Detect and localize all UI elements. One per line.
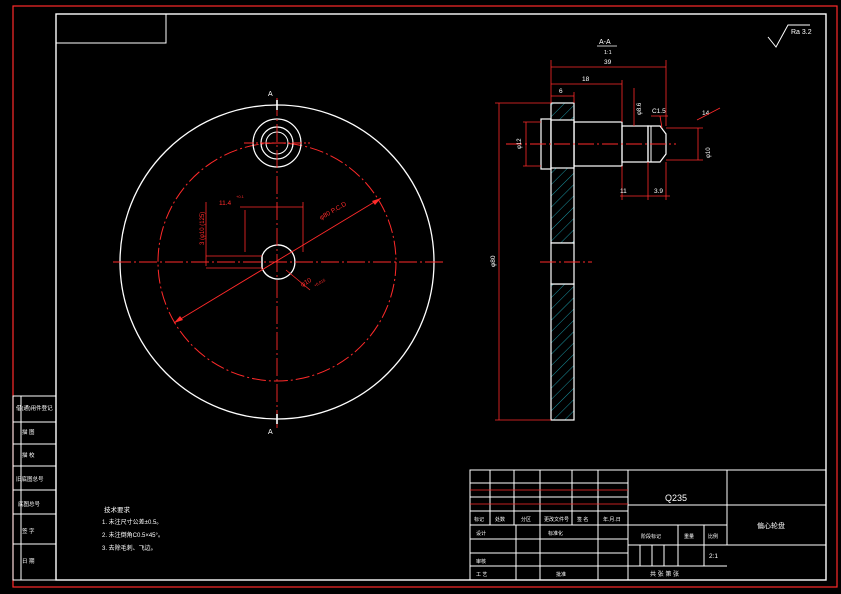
bore-label: φ10 [300, 277, 314, 289]
keyway-depth-label: 3 (φ10 (125) [200, 212, 206, 245]
keyway-tol-label: +0.1 [236, 194, 245, 199]
notes-heading: 技术要求 [104, 505, 131, 514]
stage-cell: 阶段标记 [641, 533, 661, 540]
section-label: A-A [599, 39, 611, 46]
hdr-cell-2: 处数 [495, 516, 505, 523]
len-39b-label: 3.9 [654, 188, 663, 195]
front-view: φ80 P.C.D 11.4 +0.1 3 (φ10 (125) φ10 +0.… [113, 91, 443, 436]
cut-mark-top: A [268, 91, 273, 98]
outer-frame [12, 5, 838, 588]
row-process-label: 工 艺 [476, 572, 487, 578]
row-design-label: 设计 [476, 530, 486, 537]
strip-label-6: 签 字 [22, 527, 35, 535]
len-18-label: 18 [582, 76, 590, 83]
strip-label-3: 描 校 [22, 451, 35, 459]
strip-label-4: 旧底图总号 [16, 475, 44, 483]
len-11-label: 11 [620, 188, 627, 195]
hdr-cell-4: 更改文件号 [544, 516, 569, 523]
left-strip [12, 395, 57, 581]
part-name-label: 偏心轮盘 [757, 521, 785, 530]
inner-frame [55, 13, 827, 581]
dia-86-label: φ8.6 [637, 102, 643, 115]
title-block-text: Q235 偏心轮盘 标记 处数 分区 更改文件号 签 名 年.月.日 设计 标准… [474, 493, 785, 578]
pcd-dim-line [173, 197, 382, 324]
hdr-cell-1: 标记 [474, 516, 484, 523]
len-39-label: 39 [604, 59, 612, 66]
section-scale: 1:1 [604, 50, 612, 56]
material-label: Q235 [665, 493, 687, 503]
bore-tol-label: +0.015 [313, 277, 327, 288]
row-approve-label: 批准 [556, 571, 566, 578]
scale-cell: 比例 [708, 533, 718, 540]
disc-section-bottom [550, 283, 575, 421]
note-1: 1. 未注尺寸公差±0.5。 [102, 518, 162, 526]
strip-label-5: 底图总号 [18, 500, 41, 508]
hdr-cell-6: 年.月.日 [603, 516, 621, 523]
dia-10-label: φ10 [706, 147, 712, 158]
strip-label-7: 日 期 [22, 558, 35, 565]
dia-80-label: φ80 [490, 255, 497, 267]
corner-box [55, 13, 167, 44]
weight-cell: 重量 [684, 533, 694, 540]
hdr-cell-5: 签 名 [577, 516, 588, 523]
hdr-cell-3: 分区 [521, 516, 531, 523]
note-2: 2. 未注倒角C0.5×45°。 [102, 531, 164, 539]
roughness-symbol [767, 24, 810, 48]
row-review-label: 审核 [476, 558, 486, 565]
cut-mark-bottom: A [268, 429, 273, 436]
dia-12-label: φ12 [517, 138, 523, 149]
scale-value: 2:1 [709, 553, 718, 560]
row-standard-label: 标准化 [548, 530, 563, 537]
title-block-red-grid [470, 489, 628, 505]
pcd-label: φ80 P.C.D [319, 201, 349, 222]
strip-label-1: 借(通)用件登记 [16, 404, 53, 412]
center-bore [261, 244, 296, 280]
title-block [469, 469, 827, 581]
keyway-dim-label: 11.4 [219, 200, 232, 207]
left-strip-labels: 借(通)用件登记 描 图 描 校 旧底图总号 底图总号 签 字 日 期 [16, 404, 53, 565]
sheet-text: 共 张 第 张 [650, 570, 679, 578]
strip-label-2: 描 图 [22, 428, 35, 436]
chamfer-label: C1.5 [652, 108, 666, 115]
tech-notes: 技术要求 1. 未注尺寸公差±0.5。 2. 未注倒角C0.5×45°。 3. … [102, 505, 164, 552]
side-view: 39 18 6 A-A 1:1 φ12 φ8.6 C1.5 14 φ10 [490, 39, 721, 421]
note-3: 3. 去除毛刺、飞边。 [102, 544, 157, 552]
angle-label: 14 [702, 110, 710, 117]
roughness-label: Ra 3.2 [791, 29, 812, 36]
len-6-label: 6 [559, 88, 563, 95]
